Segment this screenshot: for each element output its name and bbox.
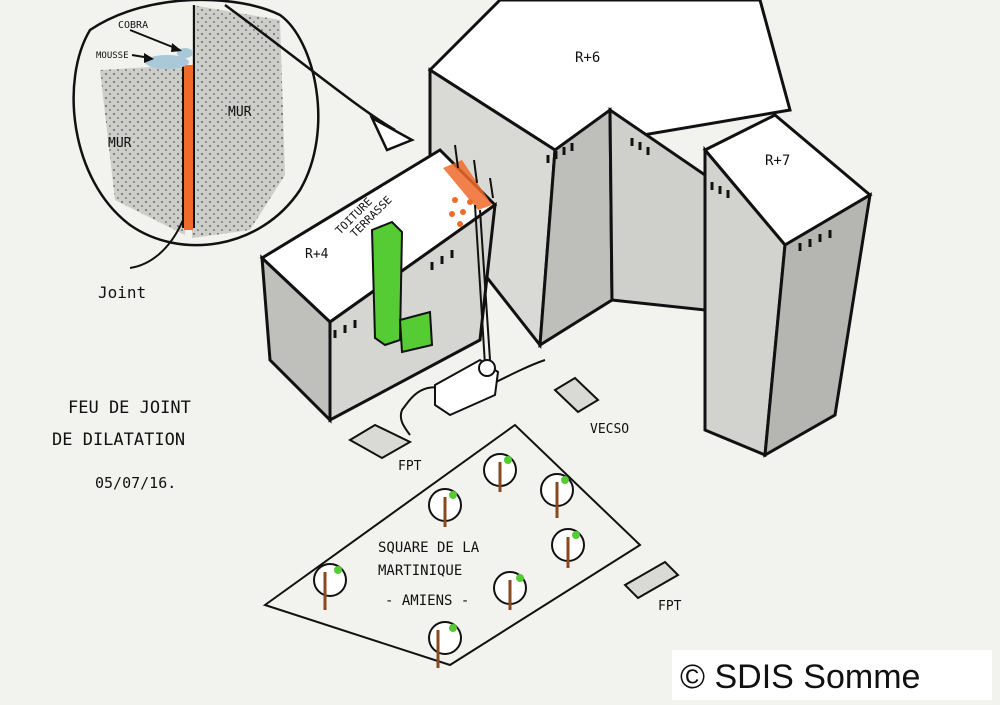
building-middle-wing bbox=[608, 107, 707, 312]
wall-right-section bbox=[192, 5, 285, 238]
title-line1: FEU DE JOINT bbox=[68, 398, 191, 418]
vecso-vehicle: VECSO bbox=[434, 358, 629, 437]
label-joint: Joint bbox=[98, 283, 146, 302]
copyright-background bbox=[672, 650, 992, 700]
fpt-vehicle-right: FPT bbox=[623, 560, 682, 614]
wall-left-section bbox=[100, 65, 185, 235]
window-marks bbox=[333, 138, 832, 338]
label-mur-right: MUR bbox=[228, 105, 252, 120]
callout-arrow bbox=[224, 3, 415, 152]
title-date: 05/07/16. bbox=[95, 474, 176, 492]
label-cobra: COBRA bbox=[118, 20, 148, 31]
square-park bbox=[262, 423, 642, 667]
joint-fire-zone bbox=[443, 144, 494, 227]
tree bbox=[483, 453, 517, 492]
label-r7: R+7 bbox=[765, 153, 790, 169]
tree bbox=[551, 528, 585, 568]
square-name-line1: SQUARE DE LA bbox=[378, 540, 480, 556]
tree bbox=[313, 563, 347, 610]
label-vecso: VECSO bbox=[590, 422, 629, 437]
tree bbox=[493, 571, 527, 610]
square-name-line2: MARTINIQUE bbox=[378, 563, 462, 579]
square-name-line3: - AMIENS - bbox=[385, 593, 469, 609]
copyright-text: © SDIS Somme bbox=[680, 658, 920, 696]
joint-detail-inset: COBRA MOUSSE MUR MUR Joint bbox=[72, 0, 320, 302]
tree bbox=[428, 488, 462, 527]
trees bbox=[313, 453, 585, 668]
title-line2: DE DILATATION bbox=[52, 430, 185, 450]
tree bbox=[540, 473, 574, 518]
label-mur-left: MUR bbox=[108, 136, 132, 151]
label-fpt-left: FPT bbox=[398, 459, 422, 474]
fpt-vehicle-top bbox=[553, 376, 600, 414]
label-fpt-right: FPT bbox=[658, 599, 682, 614]
label-r6: R+6 bbox=[575, 50, 600, 66]
foam-mousse bbox=[145, 55, 189, 69]
label-mousse: MOUSSE bbox=[96, 51, 129, 61]
fpt-vehicle-left: FPT bbox=[348, 423, 422, 474]
tree bbox=[428, 621, 462, 668]
building-r7: R+7 bbox=[702, 113, 873, 458]
joint-strip bbox=[184, 65, 193, 230]
dry-riser-column bbox=[370, 220, 434, 354]
label-r4: R+4 bbox=[305, 247, 329, 262]
